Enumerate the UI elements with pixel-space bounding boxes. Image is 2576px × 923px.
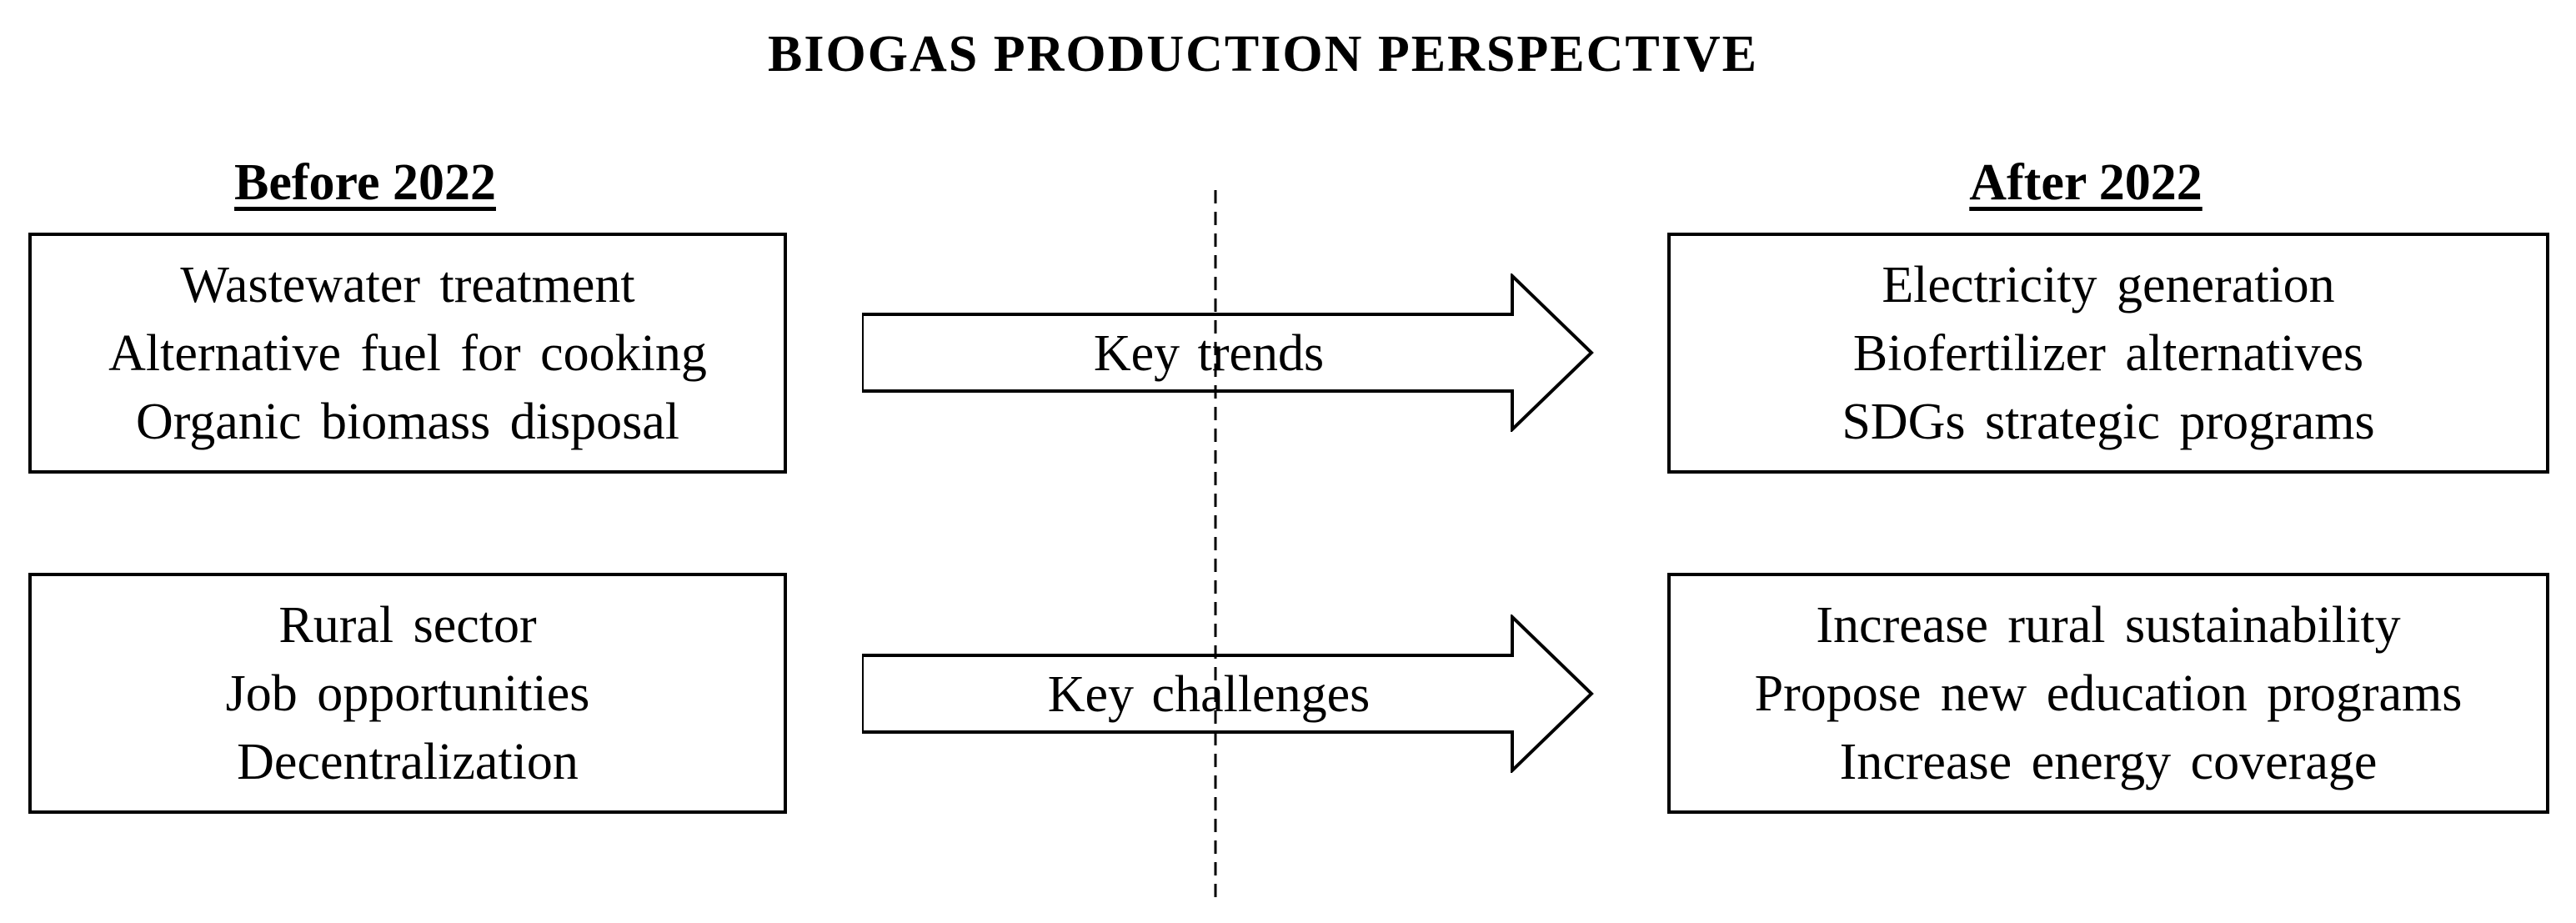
before-trend-item: Alternative fuel for cooking [108,324,707,382]
key-trends-arrow [862,273,1594,432]
after-trend-item: Electricity generation [1882,256,2335,314]
center-divider-line [1214,190,1217,900]
key-challenges-label: Key challenges [1047,666,1371,723]
after-trend-item: Biofertilizer alternatives [1852,324,2364,382]
before-challenges-box: Rural sector Job opportunities Decentral… [28,573,787,814]
after-challenge-item: Propose new education programs [1754,665,2463,722]
key-trends-label: Key trends [1093,325,1325,382]
before-trend-item: Organic biomass disposal [135,393,679,450]
after-challenges-box: Increase rural sustainability Propose ne… [1667,573,2549,814]
after-trends-box: Electricity generation Biofertilizer alt… [1667,233,2549,474]
before-challenge-item: Job opportunities [225,665,590,722]
before-trend-item: Wastewater treatment [180,256,635,314]
after-challenge-item: Increase rural sustainability [1816,596,2401,654]
after-trend-item: SDGs strategic programs [1842,393,2375,450]
after-column-heading: After 2022 [1969,154,2203,211]
before-challenge-item: Decentralization [237,733,579,790]
key-challenges-arrow [862,614,1594,773]
after-challenge-item: Increase energy coverage [1839,733,2378,790]
before-trends-box: Wastewater treatment Alternative fuel fo… [28,233,787,474]
before-challenge-item: Rural sector [278,596,537,654]
before-column-heading: Before 2022 [234,154,496,211]
diagram-title: BIOGAS PRODUCTION PERSPECTIVE [768,26,1758,83]
